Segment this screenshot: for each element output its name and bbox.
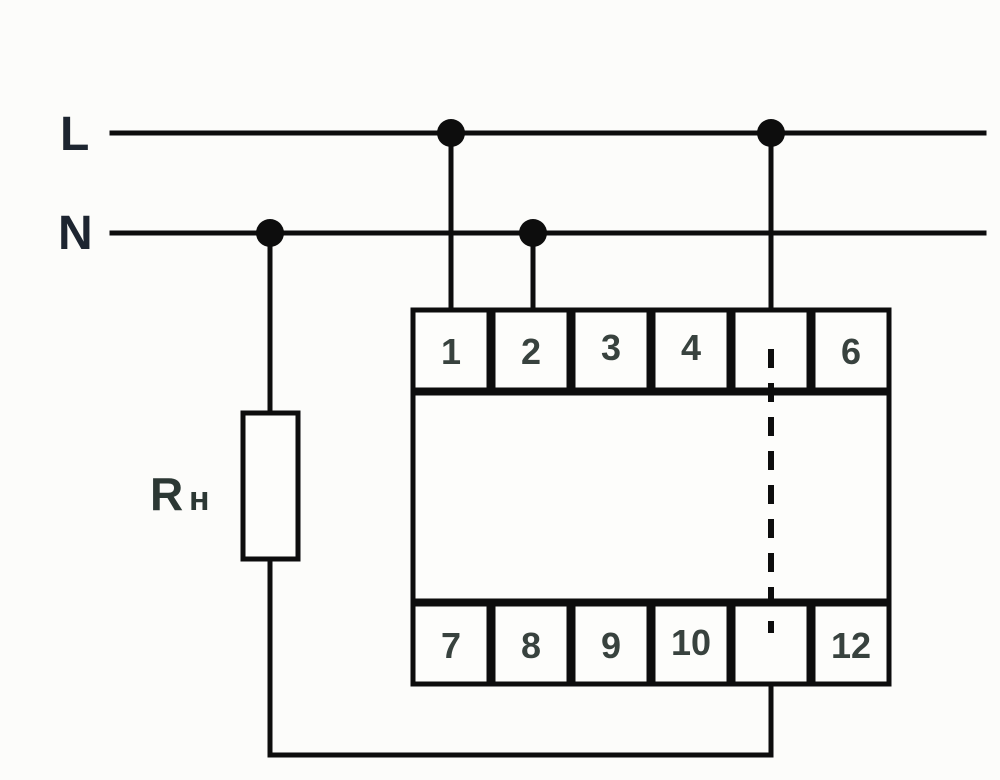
terminal-box-11	[730, 601, 812, 687]
terminal-box-6	[810, 307, 892, 393]
load-label-sub: н	[189, 480, 210, 518]
device-body	[410, 390, 892, 604]
junction-dot-neutral-2	[519, 219, 547, 247]
terminal-label-12: 12	[831, 625, 871, 666]
terminal-box-7	[410, 601, 492, 687]
terminal-box-9	[570, 601, 652, 687]
terminal-label-8: 8	[521, 625, 541, 666]
terminal-label-7: 7	[441, 625, 461, 666]
load-return-wire	[267, 554, 774, 758]
terminal-label-6: 6	[841, 331, 861, 372]
load-label-main: R	[150, 468, 183, 520]
terminal-label-2: 2	[521, 331, 541, 372]
junction-dot-neutral-1	[256, 219, 284, 247]
terminal-label-9: 9	[601, 625, 621, 666]
junction-dot-phase-1	[437, 119, 465, 147]
terminal-box-8	[490, 601, 572, 687]
terminal-box-4	[650, 307, 732, 393]
load-resistor	[240, 410, 301, 562]
terminal-box-2	[490, 307, 572, 393]
terminal-box-12	[810, 601, 892, 687]
terminal-label-1: 1	[441, 331, 461, 372]
terminal-label-3: 3	[601, 327, 621, 368]
terminal-label-4: 4	[681, 327, 701, 368]
junction-dot-phase-2	[757, 119, 785, 147]
neutral-label: N	[58, 207, 93, 260]
terminal-box-1	[410, 307, 492, 393]
terminal-box-10	[650, 601, 732, 687]
phase-label: L	[60, 108, 89, 161]
terminal-box-3	[570, 307, 652, 393]
terminal-label-10: 10	[671, 622, 711, 663]
